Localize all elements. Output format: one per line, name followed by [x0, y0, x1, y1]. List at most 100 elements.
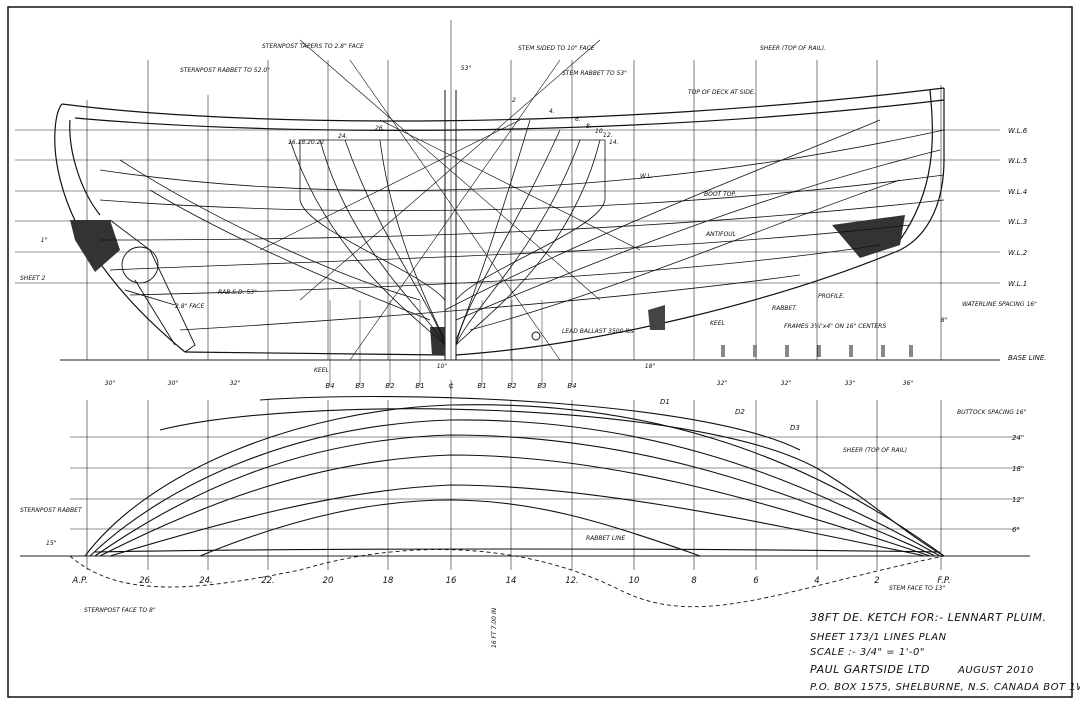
- station-label: F.P.: [937, 576, 950, 586]
- section-number: 4.: [549, 108, 555, 115]
- station-label: 20: [323, 576, 334, 586]
- center-of-buoyancy-mark: [531, 331, 541, 341]
- station-label: 4: [814, 576, 819, 586]
- spacing-labels: 30" 30" 32" 10" 18" 32" 32" 33" 36" 53" …: [41, 65, 948, 387]
- annotation: 2.8" FACE: [175, 303, 205, 310]
- waterline-label: W.L.5: [1008, 157, 1028, 165]
- plan-buttock-label: 12": [1012, 496, 1024, 504]
- section-number: 6.: [575, 116, 581, 123]
- station-label: A.P.: [71, 576, 87, 586]
- section-number: 26.: [375, 125, 385, 132]
- buttock-label: B2: [385, 382, 395, 390]
- buttock-label: B3: [537, 382, 546, 390]
- buttock-label: B4: [567, 382, 576, 390]
- station-label: 10: [629, 576, 640, 586]
- buttock-label: B1: [415, 382, 424, 390]
- spacing-label: 32": [717, 380, 728, 387]
- waterline-label: W.L.1: [1008, 280, 1027, 288]
- annotation: KEEL: [710, 320, 725, 327]
- plan-hull: [84, 395, 945, 557]
- spacing-label: 8": [941, 317, 948, 324]
- profile-buttock-grid: [329, 300, 573, 385]
- buttock-label: B4: [325, 382, 334, 390]
- waterline-labels: W.L.6 W.L.5 W.L.4 W.L.3 W.L.2 W.L.1 BASE…: [1008, 127, 1047, 362]
- profile-longitudinals: [99, 119, 945, 331]
- waterline-label: BASE LINE.: [1008, 354, 1047, 362]
- drawing-border: [7, 6, 1073, 698]
- annotation: STEM SIDED TO 10" FACE: [518, 45, 595, 52]
- station-label: 24.: [199, 576, 213, 586]
- annotation: SHEET 2: [20, 275, 45, 282]
- address-line: P.O. BOX 1575, SHELBURNE, N.S. CANADA BO…: [810, 682, 1080, 693]
- annotation: STERNPOST FACE TO 8": [84, 607, 156, 614]
- waterline-label: W.L.4: [1008, 188, 1027, 196]
- station-label: 16: [446, 576, 457, 586]
- buttock-label: B1: [477, 382, 486, 390]
- station-label: 18: [383, 576, 394, 586]
- annotation: ANTIFOUL: [705, 231, 736, 238]
- annotation: WATERLINE SPACING 16": [962, 301, 1037, 308]
- annotation: STEM RABBET TO 53": [562, 70, 627, 77]
- frame-marks: [721, 345, 913, 357]
- section-number: 10.: [595, 128, 605, 135]
- section-number: 14.: [609, 139, 619, 146]
- ballast-fill: [70, 215, 905, 355]
- spacing-label: 32": [230, 380, 241, 387]
- plan-buttock-labels: 24" 18" 12" 6": [1012, 434, 1024, 534]
- annotation: LEAD BALLAST 3500 lbs: [562, 328, 634, 335]
- spacing-label: 18": [645, 363, 656, 370]
- annotation: PROFILE.: [818, 293, 845, 300]
- waterline-label: W.L.6: [1008, 127, 1028, 135]
- spacing-label: 1": [41, 237, 48, 244]
- spacing-label: 30": [105, 380, 116, 387]
- scale-line: SCALE :- 3/4" = 1'-0": [810, 647, 925, 658]
- section-number: 8.: [586, 123, 592, 130]
- body-sections: [289, 119, 606, 346]
- profile-waterline-grid: [15, 129, 1000, 361]
- annotation: RABBET LINE: [586, 535, 625, 542]
- buttock-label: ⊄: [448, 382, 454, 390]
- spacing-label: 30": [168, 380, 179, 387]
- spacing-label: 10": [437, 363, 448, 370]
- section-number: 16.18.20.22: [288, 139, 324, 146]
- plan-buttock-label: 6": [1012, 526, 1020, 534]
- sternpost-face-curve: [69, 549, 945, 608]
- diagonal-label: D1: [660, 398, 670, 406]
- annotation: STERNPOST RABBET: [20, 507, 83, 514]
- station-label: 22.: [261, 576, 275, 586]
- station-labels: A.P. 26. 24. 22. 20 18 16 14 12. 10 8 6 …: [71, 576, 950, 586]
- section-number: 24.: [338, 133, 348, 140]
- plan-buttock-label: 18": [1012, 465, 1024, 473]
- annotation: SHEER (TOP OF RAIL).: [760, 45, 826, 52]
- annotation: FRAMES 3¼"x4" ON 16" CENTERS: [784, 323, 886, 330]
- spacing-label: 36": [903, 380, 914, 387]
- plan-buttock-label: 24": [1012, 434, 1024, 442]
- station-label: 6: [753, 576, 759, 586]
- annotation: 16 FT 7.00 IN: [491, 607, 498, 648]
- annotation: 15": [46, 540, 57, 547]
- annotation: BOOT TOP.: [704, 191, 736, 198]
- annotation: SHEER (TOP OF RAIL): [843, 447, 907, 454]
- rudder: [109, 219, 196, 353]
- annotation: TOP OF DECK AT SIDE.: [688, 89, 756, 96]
- annotations: STERNPOST RABBET TO 52.0" STERNPOST TAPE…: [20, 43, 1037, 648]
- buttock-labels: B4 B3 B2 B1 ⊄ B1 B2 B3 B4: [325, 382, 576, 390]
- annotation: KEEL: [314, 367, 329, 374]
- annotation: BUTTOCK SPACING 16": [957, 409, 1026, 416]
- buttock-label: B2: [507, 382, 517, 390]
- date-line: AUGUST 2010: [957, 665, 1034, 676]
- construction-lines: [259, 39, 641, 361]
- annotation: STERNPOST RABBET TO 52.0": [180, 67, 270, 74]
- diagonal-label: D3: [790, 424, 800, 432]
- designer-line: PAUL GARTSIDE LTD: [810, 663, 930, 676]
- waterline-label: W.L.3: [1008, 218, 1027, 226]
- buttock-label: B3: [355, 382, 364, 390]
- station-label: 8: [691, 576, 697, 586]
- section-number: 2: [512, 97, 516, 104]
- spacing-label: 32": [781, 380, 792, 387]
- diagonal-labels: D1 D2 D3: [660, 398, 800, 432]
- waterline-label: W.L.2: [1008, 249, 1028, 257]
- station-label: 2: [874, 576, 879, 586]
- sheet-line: SHEET 173/1 LINES PLAN: [810, 632, 947, 643]
